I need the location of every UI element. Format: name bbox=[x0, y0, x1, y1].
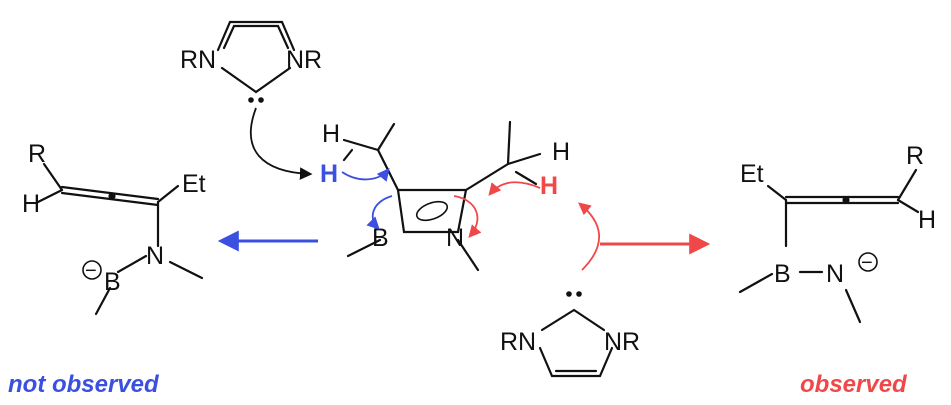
left-r-label: R bbox=[28, 140, 46, 168]
right-product: Et R H B N − bbox=[738, 142, 936, 324]
allene-center-dot bbox=[108, 192, 116, 200]
right-minus-label: − bbox=[861, 252, 873, 274]
left-h-label: H bbox=[22, 190, 40, 218]
lone-pair-dot bbox=[566, 291, 572, 297]
right-r-label: R bbox=[906, 142, 924, 170]
left-et-label: Et bbox=[182, 170, 206, 198]
lone-pair-dot bbox=[248, 97, 254, 103]
nhc-bottom: RN NR bbox=[500, 291, 640, 378]
curved-arrow-blue-1 bbox=[341, 168, 390, 182]
attack-arrow-black bbox=[250, 107, 313, 180]
curved-arrow-red-1 bbox=[488, 181, 541, 196]
attack-arrow-red bbox=[578, 202, 600, 271]
left-product: R H Et B N − bbox=[22, 140, 206, 316]
caption-observed: observed bbox=[800, 371, 908, 398]
right-n-label: N bbox=[826, 260, 844, 288]
left-minus-charge bbox=[82, 260, 102, 280]
central-molecule: H H H H B N bbox=[320, 120, 570, 272]
nhc-bottom-rn-label: RN bbox=[500, 328, 536, 356]
nhc-bottom-nr-label: NR bbox=[604, 328, 640, 356]
right-et-label: Et bbox=[740, 160, 764, 188]
curved-arrow-red-2 bbox=[453, 195, 482, 238]
allene-center-dot bbox=[842, 196, 850, 204]
center-b-label: B bbox=[372, 224, 389, 252]
right-h-label: H bbox=[918, 206, 936, 234]
lone-pair-dot bbox=[576, 291, 582, 297]
center-h-left-label: H bbox=[322, 120, 340, 148]
curved-arrow-blue-2 bbox=[366, 195, 393, 230]
lone-pair-dot bbox=[258, 97, 264, 103]
right-minus-charge bbox=[858, 252, 878, 272]
center-h-blue-label: H bbox=[320, 160, 338, 188]
nhc-top-rn-label: RN bbox=[180, 46, 216, 74]
left-b-label: B bbox=[104, 268, 121, 296]
center-n-label: N bbox=[446, 224, 464, 252]
center-h-right-label: H bbox=[552, 138, 570, 166]
center-h-red-label: H bbox=[540, 172, 558, 200]
left-minus-label: − bbox=[85, 260, 97, 282]
right-b-label: B bbox=[774, 260, 791, 288]
nhc-top-nr-label: NR bbox=[286, 46, 322, 74]
caption-not-observed: not observed bbox=[8, 371, 160, 398]
left-n-label: N bbox=[146, 242, 164, 270]
nhc-top: RN NR bbox=[180, 20, 322, 103]
